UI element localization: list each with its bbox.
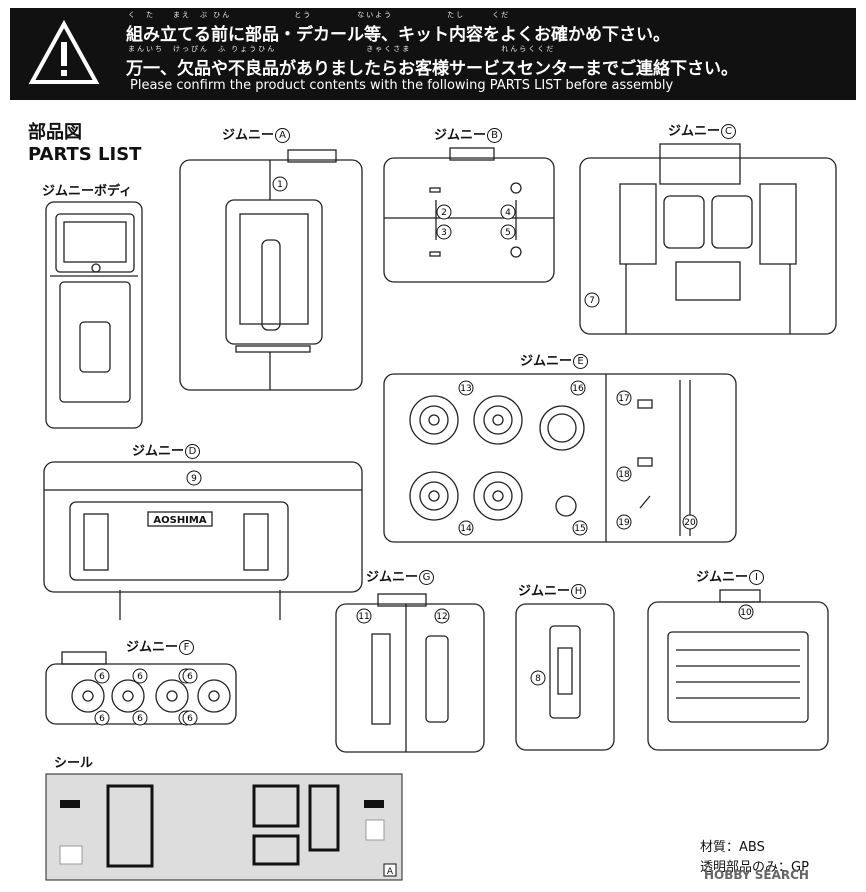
jimny-body-part [45,201,143,429]
aoshima-logo-text: AOSHIMA [153,515,206,526]
part-number-3: 3 [436,224,452,240]
runner-g [335,593,485,753]
svg-text:4: 4 [505,208,511,218]
material-line-2: 透明部品のみ：GP [700,860,809,875]
svg-text:14: 14 [460,524,472,534]
part-number-6: 6 [132,668,148,684]
svg-text:6: 6 [137,714,143,724]
part-number-20: 20 [682,514,698,530]
runner-i [647,589,829,751]
svg-text:3: 3 [441,228,447,238]
svg-text:8: 8 [535,674,541,684]
part-number-15: 15 [572,520,588,536]
part-number-10: 10 [738,604,754,620]
part-number-1: 1 [272,176,288,192]
material-note: 材質：ABS 透明部品のみ：GP [700,838,809,878]
svg-text:12: 12 [436,612,447,622]
part-number-7: 7 [584,292,600,308]
title-jp: 部品図 [28,122,82,143]
part-number-14: 14 [458,520,474,536]
warning-icon [28,20,100,84]
runner-e [383,373,737,543]
runner-h [515,603,615,751]
warning-line-english: Please confirm the product contents with… [130,78,674,93]
runner-b [383,147,555,283]
warning-line-2: 万一、欠品や不良品がありましたらお客様サービスセンターまでご連絡下さい。 [126,59,738,79]
svg-text:5: 5 [505,228,511,238]
part-number-6: 6 [94,710,110,726]
material-line-1: 材質：ABS [700,840,765,855]
decal-label: シール [54,756,94,771]
part-number-markers: 12345666666667891011121314151617181920 [94,176,754,726]
svg-text:19: 19 [618,518,630,528]
svg-text:6: 6 [137,672,143,682]
part-number-8: 8 [530,670,546,686]
part-number-16: 16 [570,380,586,396]
part-number-18: 18 [616,466,632,482]
part-number-4: 4 [500,204,516,220]
svg-text:11: 11 [358,612,369,622]
ruby-line-1: く た まえ ぶ ひん とう ないよう たし くだ [128,11,511,19]
svg-text:15: 15 [574,524,585,534]
svg-text:6: 6 [187,714,193,724]
title-en: PARTS LIST [28,144,142,165]
svg-text:13: 13 [460,384,471,394]
watermark: HOBBY SEARCH [704,868,809,882]
runner-a [179,149,363,391]
svg-text:16: 16 [572,384,584,394]
decal-sheet [45,773,403,881]
warning-line-1: 組み立てる前に部品・デカール等、キット内容をよくお確かめ下さい。 [126,25,670,45]
svg-text:7: 7 [589,296,595,306]
svg-text:17: 17 [618,394,629,404]
decal-letter: A [387,867,394,877]
runner-d [43,461,363,620]
part-number-11: 11 [356,608,372,624]
body-label: ジムニーボディ [42,184,133,199]
part-number-13: 13 [458,380,474,396]
svg-text:2: 2 [441,208,447,218]
part-number-5: 5 [500,224,516,240]
svg-text:6: 6 [99,714,105,724]
warning-banner: く た まえ ぶ ひん とう ないよう たし くだ 組み立てる前に部品・デカール… [10,8,856,100]
svg-text:1: 1 [277,180,283,190]
part-number-6: 6 [182,710,198,726]
ruby-line-2: まんいち けっぴん ふ りょうひん きゃくさま れんらくくだ [128,45,556,53]
part-number-6: 6 [182,668,198,684]
svg-text:6: 6 [99,672,105,682]
svg-text:18: 18 [618,470,630,480]
part-number-6: 6 [94,668,110,684]
part-number-2: 2 [436,204,452,220]
svg-text:10: 10 [740,608,752,618]
part-number-12: 12 [434,608,450,624]
part-number-9: 9 [186,470,202,486]
part-number-6: 6 [132,710,148,726]
part-number-19: 19 [616,514,632,530]
svg-text:6: 6 [187,672,193,682]
svg-text:20: 20 [684,518,696,528]
svg-text:9: 9 [191,474,197,484]
runner-c [579,143,837,335]
part-number-17: 17 [616,390,632,406]
